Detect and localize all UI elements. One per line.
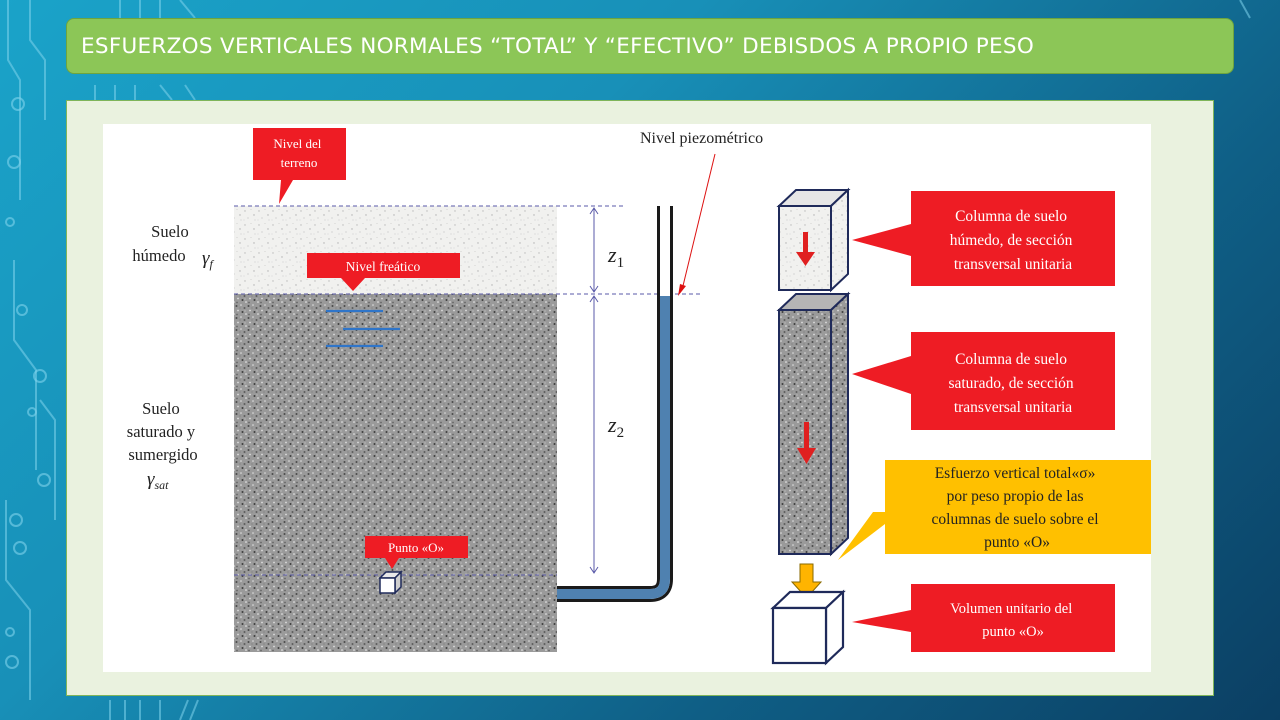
moist-unit-weight-subscript: f bbox=[210, 257, 215, 271]
saturated-column-callout-line-3: transversal unitaria bbox=[954, 399, 1072, 416]
unit-volume-callout-line-2: punto «O» bbox=[982, 624, 1044, 640]
moist-column-callout-line-1: Columna de suelo bbox=[955, 208, 1067, 225]
ground-level-callout-line-2: terreno bbox=[281, 155, 318, 170]
saturated-soil-layer bbox=[234, 294, 557, 652]
depth-z1-label: z bbox=[607, 242, 617, 267]
saturated-soil-label-line-3: sumergido bbox=[128, 445, 197, 464]
total-stress-callout-line-1: Esfuerzo vertical total«σ» bbox=[935, 465, 1096, 482]
piezometric-pointer-arrow bbox=[678, 153, 716, 296]
total-stress-callout-line-3: columnas de suelo sobre el bbox=[932, 511, 1099, 528]
saturated-unit-weight-symbol: γ bbox=[147, 469, 155, 490]
saturated-soil-label-line-1: Suelo bbox=[142, 399, 180, 418]
moist-soil-column bbox=[776, 187, 851, 293]
saturated-soil-label-line-2: saturado y bbox=[127, 422, 196, 441]
svg-text:Suelo húmedo: Suelo húmedo bbox=[132, 222, 192, 265]
moist-unit-weight-symbol: γ bbox=[202, 248, 210, 269]
slide-title-bar: ESFUERZOS VERTICALES NORMALES “TOTAL” Y … bbox=[66, 18, 1234, 74]
water-table-symbol bbox=[326, 309, 400, 348]
svg-text:Nivel del terreno: Nivel del terreno bbox=[273, 136, 324, 170]
saturated-soil-column bbox=[776, 291, 851, 557]
unit-volume-cube bbox=[770, 589, 846, 666]
svg-text:Columna de suelo satur: Columna de suelo saturado, de sección tr… bbox=[948, 351, 1077, 416]
total-stress-callout: Esfuerzo vertical total«σ» por peso prop… bbox=[838, 460, 1151, 560]
total-stress-callout-line-2: por peso propio de las bbox=[947, 488, 1084, 505]
point-o-cube bbox=[378, 570, 403, 595]
svg-text:γf: γf bbox=[202, 248, 215, 271]
slide-title: ESFUERZOS VERTICALES NORMALES “TOTAL” Y … bbox=[81, 33, 1035, 59]
stress-down-arrow bbox=[790, 563, 823, 599]
saturated-column-down-arrow bbox=[797, 422, 816, 464]
depth-dimension-z2 bbox=[589, 295, 599, 574]
svg-text:z2: z2 bbox=[607, 412, 624, 441]
ground-level-callout-line-1: Nivel del bbox=[273, 136, 321, 151]
svg-text:Columna de suelo húmed: Columna de suelo húmedo, de sección tran… bbox=[950, 208, 1077, 273]
saturated-column-callout: Columna de suelo saturado, de sección tr… bbox=[852, 332, 1115, 430]
piezometer-tube bbox=[557, 206, 673, 602]
svg-text:Esfuerzo vertical total«σ»: Esfuerzo vertical total«σ» por peso prop… bbox=[932, 465, 1103, 551]
soil-stress-figure: z1 z2 Nivel piezométrico Suelo húmedo γf… bbox=[103, 124, 1151, 672]
depth-z2-subscript: 2 bbox=[617, 425, 625, 441]
total-stress-callout-line-4: punto «O» bbox=[984, 534, 1050, 551]
moist-column-callout-line-3: transversal unitaria bbox=[954, 256, 1072, 273]
soil-stress-diagram: z1 z2 Nivel piezométrico Suelo húmedo γf… bbox=[127, 128, 1151, 666]
depth-z1-subscript: 1 bbox=[617, 255, 625, 271]
piezometric-level-label: Nivel piezométrico bbox=[640, 130, 763, 147]
svg-text:γsat: γsat bbox=[147, 469, 169, 492]
unit-volume-callout-line-1: Volumen unitario del bbox=[950, 601, 1072, 617]
point-o-callout: Punto «O» bbox=[365, 536, 468, 569]
unit-volume-callout: Volumen unitario del punto «O» bbox=[852, 584, 1115, 652]
moist-column-callout-line-2: húmedo, de sección bbox=[950, 232, 1073, 249]
svg-text:Volumen unitario del p: Volumen unitario del punto «O» bbox=[950, 601, 1076, 640]
moist-column-down-arrow bbox=[796, 232, 815, 266]
saturated-column-callout-line-1: Columna de suelo bbox=[955, 351, 1067, 368]
depth-z2-label: z bbox=[607, 412, 617, 437]
moist-soil-label-line-2: húmedo bbox=[132, 246, 185, 265]
svg-text:Suelo saturado y s: Suelo saturado y sumergido bbox=[127, 399, 199, 464]
saturated-unit-weight-subscript: sat bbox=[155, 478, 170, 492]
ground-level-callout: Nivel del terreno bbox=[253, 128, 346, 204]
moist-column-callout: Columna de suelo húmedo, de sección tran… bbox=[852, 191, 1115, 286]
water-table-callout-text: Nivel freático bbox=[346, 259, 421, 274]
water-table-callout: Nivel freático bbox=[307, 253, 460, 291]
saturated-column-callout-line-2: saturado, de sección bbox=[948, 375, 1073, 392]
point-o-callout-text: Punto «O» bbox=[388, 540, 444, 555]
moist-soil-label-line-1: Suelo bbox=[151, 222, 189, 241]
svg-text:z1: z1 bbox=[607, 242, 624, 271]
depth-dimension-z1 bbox=[589, 207, 599, 293]
moist-soil-layer bbox=[234, 206, 557, 294]
